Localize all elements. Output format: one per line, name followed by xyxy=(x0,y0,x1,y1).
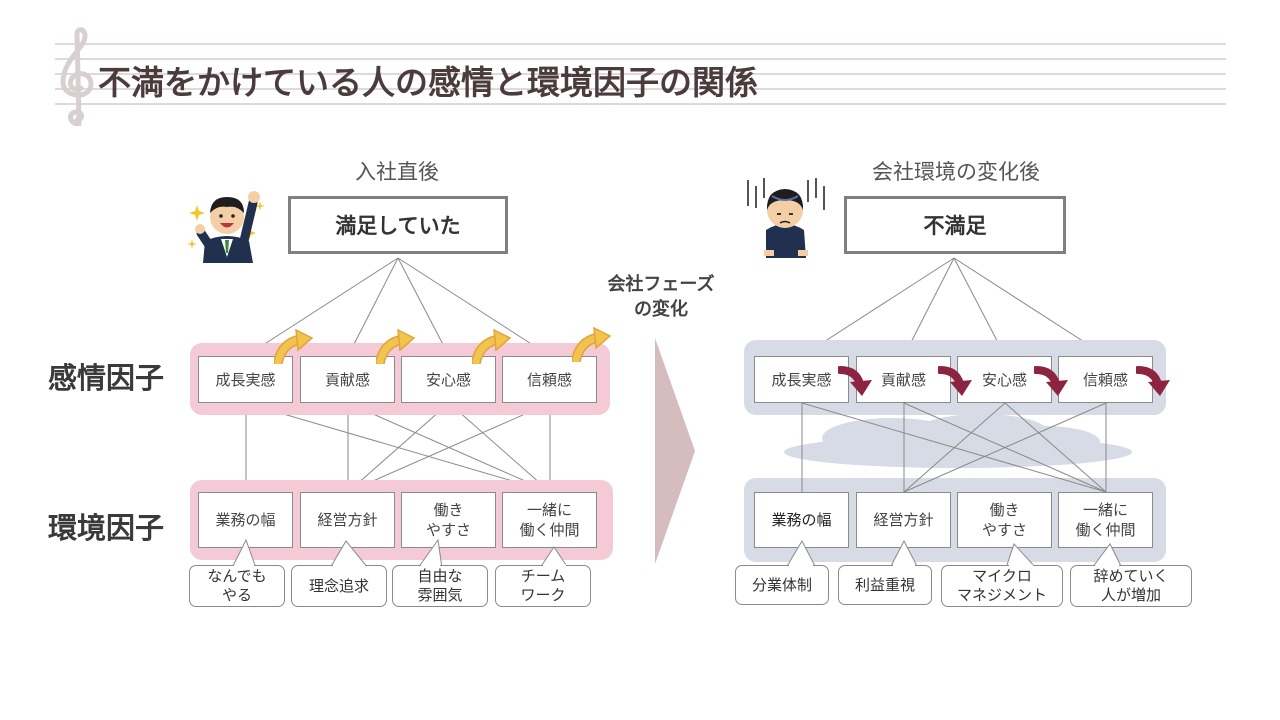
phase-change-line1: 会社フェーズ xyxy=(607,274,715,295)
staff-line xyxy=(55,88,1226,90)
row-label-emotion: 感情因子 xyxy=(48,361,165,395)
depressed-businessman-icon xyxy=(747,178,825,258)
bubble-line1: 理念追求 xyxy=(308,576,369,595)
environment-factor-box: 一緒に働く仲間 xyxy=(502,492,597,548)
chevron-right-icon xyxy=(655,338,695,564)
staff-line xyxy=(55,58,1226,60)
environment-factor-box: 業務の幅 xyxy=(754,492,849,548)
environment-factor-box: 働きやすさ xyxy=(957,492,1052,548)
bubble-line1: なんでも xyxy=(207,567,267,585)
bubble-line1: マイクロ xyxy=(972,567,1032,585)
bubble-line1: チーム xyxy=(520,567,566,585)
phase-after-label: 会社環境の変化後 xyxy=(872,160,1040,184)
happy-businessman-icon xyxy=(187,191,265,263)
down-arrow-icon xyxy=(1136,366,1170,396)
bubble-line1: 自由な xyxy=(417,567,463,585)
speech-bubble: 理念追求 xyxy=(291,565,387,607)
bubble-line2: 人が増加 xyxy=(1100,586,1161,604)
treble-clef-icon xyxy=(60,27,94,126)
speech-bubble: 辞めていく人が増加 xyxy=(1070,565,1192,607)
up-arrow-icon xyxy=(376,328,416,364)
env-line1: 業務の幅 xyxy=(215,511,276,529)
result-box-satisfied: 満足していた xyxy=(288,196,508,254)
up-arrow-icon xyxy=(472,328,512,364)
speech-bubble: 利益重視 xyxy=(838,565,932,605)
environment-factor-box: 働きやすさ xyxy=(401,492,496,548)
env-line1: 経営方針 xyxy=(873,511,934,529)
environment-factor-box: 業務の幅 xyxy=(198,492,293,548)
phase-before-label: 入社直後 xyxy=(355,160,439,184)
staff-line xyxy=(55,103,1226,105)
up-arrow-icon xyxy=(572,326,612,362)
staff-line xyxy=(55,73,1226,75)
row-label-environment: 環境因子 xyxy=(48,511,165,545)
phase-change-line2: の変化 xyxy=(634,299,688,320)
emotion-factor-box: 貢献感 xyxy=(856,356,951,403)
page-title: 不満をかけている人の感情と環境因子の関係 xyxy=(98,63,758,102)
env-line1: 働き xyxy=(433,501,464,519)
env-line1: 業務の幅 xyxy=(771,511,832,529)
env-line2: やすさ xyxy=(981,521,1027,539)
emotion-factor-box: 信頼感 xyxy=(502,356,597,403)
bubble-line1: 辞めていく xyxy=(1093,567,1169,585)
bubble-line2: マネジメント xyxy=(956,586,1047,604)
down-arrow-icon xyxy=(838,366,872,396)
emotion-factor-box: 安心感 xyxy=(957,356,1052,403)
emotion-factor-box: 成長実感 xyxy=(754,356,849,403)
env-line2: 働く仲間 xyxy=(519,521,580,539)
staff-line xyxy=(55,43,1226,45)
env-line1: 一緒に xyxy=(526,501,572,519)
down-arrow-icon xyxy=(938,366,972,396)
dark-cloud-icon xyxy=(784,414,1132,468)
speech-bubble: 分業体制 xyxy=(735,565,829,605)
phase-change-label: 会社フェーズ の変化 xyxy=(586,272,736,322)
bubble-line2: ワーク xyxy=(520,586,566,604)
bubble-line1: 利益重視 xyxy=(854,575,915,594)
env-line1: 一緒に xyxy=(1082,501,1128,519)
bubble-line2: 雰囲気 xyxy=(417,586,463,604)
environment-factor-box: 経営方針 xyxy=(300,492,395,548)
down-arrow-icon xyxy=(1034,366,1068,396)
env-line2: やすさ xyxy=(425,521,471,539)
env-line1: 経営方針 xyxy=(317,511,378,529)
bubble-line1: 分業体制 xyxy=(751,575,812,594)
result-box-dissatisfied: 不満足 xyxy=(844,196,1066,254)
env-line1: 働き xyxy=(989,501,1020,519)
up-arrow-icon xyxy=(274,328,314,364)
bubble-line2: やる xyxy=(221,586,252,604)
environment-factor-box: 一緒に働く仲間 xyxy=(1058,492,1153,548)
environment-factor-box: 経営方針 xyxy=(856,492,951,548)
env-line2: 働く仲間 xyxy=(1075,521,1136,539)
speech-bubble: マイクロマネジメント xyxy=(941,565,1063,607)
